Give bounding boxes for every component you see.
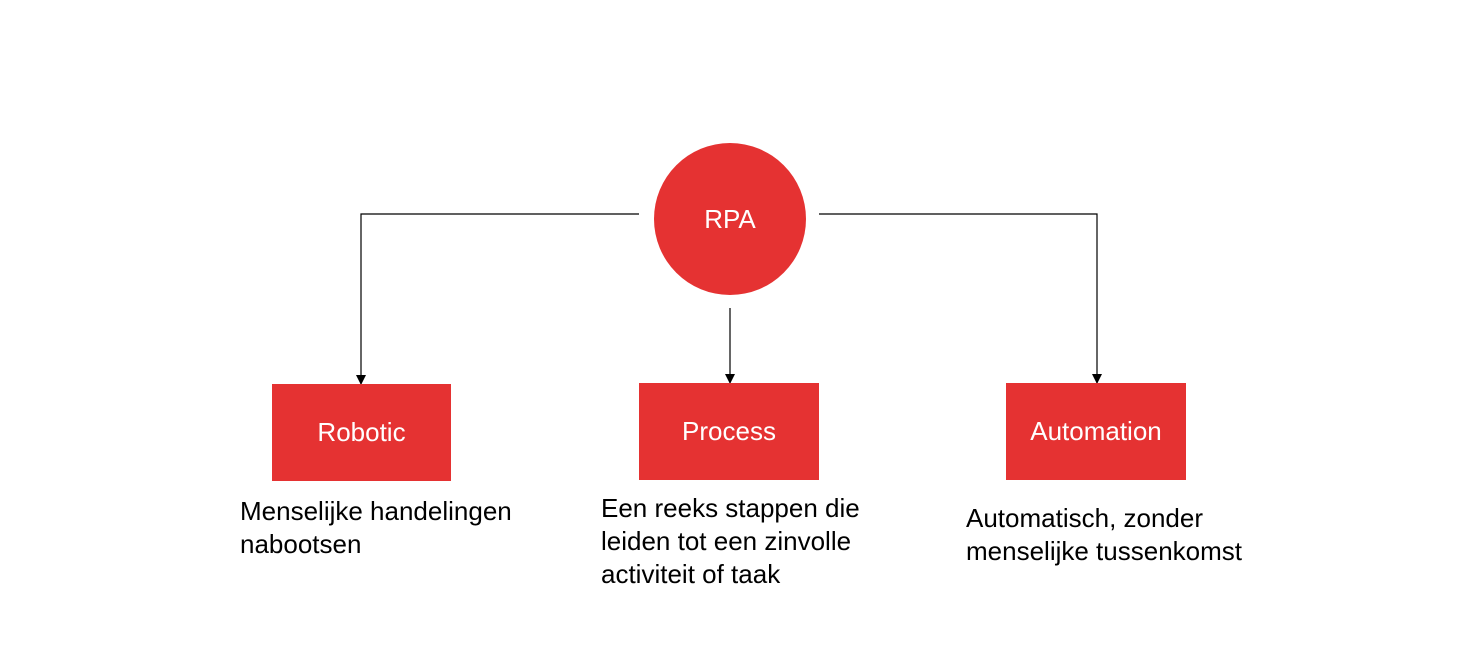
description-line: Automatisch, zonder: [966, 503, 1204, 533]
automation-description: Automatisch, zonder menselijke tussenkom…: [966, 502, 1242, 568]
connector-automation: [819, 213, 1102, 384]
automation-label: Automation: [1030, 416, 1162, 446]
connector-robotic: [356, 213, 639, 385]
description-line: activiteit of taak: [601, 559, 781, 589]
description-line: menselijke tussenkomst: [966, 536, 1242, 566]
robotic-box: Robotic: [272, 384, 451, 481]
robotic-description: Menselijke handelingen nabootsen: [240, 495, 512, 561]
rpa-label: RPA: [704, 203, 756, 234]
description-line: leiden tot een zinvolle: [601, 526, 852, 556]
process-box: Process: [639, 383, 819, 480]
description-line: Een reeks stappen die: [601, 493, 860, 523]
rpa-circle: RPA: [654, 143, 806, 295]
process-label: Process: [682, 416, 776, 446]
automation-box: Automation: [1006, 383, 1186, 480]
robotic-label: Robotic: [317, 417, 406, 447]
description-line: nabootsen: [240, 529, 362, 559]
process-description: Een reeks stappen die leiden tot een zin…: [601, 492, 860, 591]
description-line: Menselijke handelingen: [240, 496, 512, 526]
